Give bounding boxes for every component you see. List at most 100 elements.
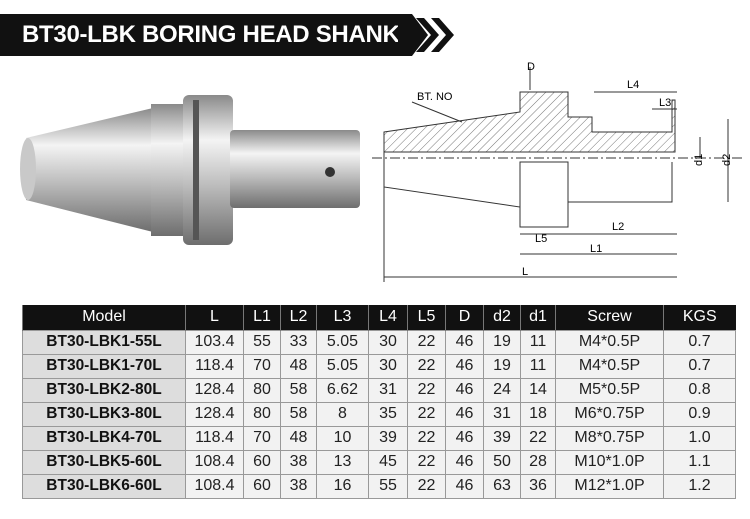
table-cell: 70 bbox=[243, 425, 281, 451]
table-cell: M4*0.5P bbox=[555, 353, 664, 379]
model-cell: BT30-LBK1-55L bbox=[22, 329, 186, 355]
table-cell: 14 bbox=[520, 377, 556, 403]
table-cell: 36 bbox=[520, 473, 556, 499]
table-cell: 38 bbox=[280, 449, 317, 475]
table-cell: 19 bbox=[483, 329, 521, 355]
table-cell: 46 bbox=[445, 425, 484, 451]
table-cell: 60 bbox=[243, 449, 281, 475]
table-cell: 31 bbox=[368, 377, 408, 403]
label-l: L bbox=[522, 266, 528, 278]
table-cell: 46 bbox=[445, 329, 484, 355]
table-cell: 22 bbox=[407, 449, 446, 475]
table-cell: 0.8 bbox=[663, 377, 736, 403]
label-d2: d2 bbox=[721, 154, 733, 166]
table-cell: 22 bbox=[407, 329, 446, 355]
model-cell: BT30-LBK1-70L bbox=[22, 353, 186, 379]
table-cell: 39 bbox=[483, 425, 521, 451]
column-header: D bbox=[445, 305, 484, 330]
product-photo bbox=[20, 95, 360, 245]
table-cell: 24 bbox=[483, 377, 521, 403]
table-cell: 11 bbox=[520, 329, 556, 355]
table-cell: 63 bbox=[483, 473, 521, 499]
table-cell: 22 bbox=[407, 377, 446, 403]
table-cell: 6.62 bbox=[316, 377, 369, 403]
table-cell: 22 bbox=[407, 353, 446, 379]
column-header: Screw bbox=[555, 305, 664, 330]
column-header: Model bbox=[22, 305, 186, 330]
model-cell: BT30-LBK5-60L bbox=[22, 449, 186, 475]
table-cell: 70 bbox=[243, 353, 281, 379]
model-cell: BT30-LBK4-70L bbox=[22, 425, 186, 451]
table-cell: 31 bbox=[483, 401, 521, 427]
label-l5: L5 bbox=[535, 233, 547, 245]
table-cell: 22 bbox=[407, 425, 446, 451]
column-header: L4 bbox=[368, 305, 408, 330]
table-cell: 46 bbox=[445, 473, 484, 499]
table-cell: 80 bbox=[243, 377, 281, 403]
table-cell: 58 bbox=[280, 377, 317, 403]
label-d: D bbox=[527, 62, 535, 73]
table-cell: 46 bbox=[445, 449, 484, 475]
table-cell: 16 bbox=[316, 473, 369, 499]
label-bt-no: BT. NO bbox=[417, 91, 453, 103]
table-cell: 108.4 bbox=[185, 449, 244, 475]
table-cell: 1.2 bbox=[663, 473, 736, 499]
table-cell: M6*0.75P bbox=[555, 401, 664, 427]
column-header: L bbox=[185, 305, 244, 330]
table-cell: 118.4 bbox=[185, 425, 244, 451]
table-cell: 35 bbox=[368, 401, 408, 427]
column-header: L2 bbox=[280, 305, 317, 330]
table-cell: 1.0 bbox=[663, 425, 736, 451]
technical-drawing: BT. NO D L4 L3 d1 d2 L2 L5 L1 L bbox=[372, 62, 744, 282]
page-title: BT30-LBK BORING HEAD SHANK bbox=[0, 14, 402, 56]
table-cell: 28 bbox=[520, 449, 556, 475]
table-cell: 128.4 bbox=[185, 377, 244, 403]
table-cell: 19 bbox=[483, 353, 521, 379]
table-cell: 1.1 bbox=[663, 449, 736, 475]
column-header: L1 bbox=[243, 305, 281, 330]
table-cell: 0.7 bbox=[663, 353, 736, 379]
table-cell: M4*0.5P bbox=[555, 329, 664, 355]
table-cell: 10 bbox=[316, 425, 369, 451]
label-l4: L4 bbox=[627, 79, 639, 91]
table-cell: 30 bbox=[368, 329, 408, 355]
table-cell: M8*0.75P bbox=[555, 425, 664, 451]
chevron-arrows-icon bbox=[398, 14, 454, 56]
table-cell: 55 bbox=[243, 329, 281, 355]
table-cell: 128.4 bbox=[185, 401, 244, 427]
table-cell: 46 bbox=[445, 377, 484, 403]
model-cell: BT30-LBK3-80L bbox=[22, 401, 186, 427]
label-d1: d1 bbox=[693, 154, 705, 166]
label-l3: L3 bbox=[659, 97, 671, 109]
table-cell: 5.05 bbox=[316, 329, 369, 355]
table-cell: M10*1.0P bbox=[555, 449, 664, 475]
column-header: L5 bbox=[407, 305, 446, 330]
table-cell: 38 bbox=[280, 473, 317, 499]
table-cell: 46 bbox=[445, 353, 484, 379]
table-cell: 0.7 bbox=[663, 329, 736, 355]
label-l2: L2 bbox=[612, 221, 624, 233]
label-l1: L1 bbox=[590, 243, 602, 255]
table-cell: 46 bbox=[445, 401, 484, 427]
column-header: L3 bbox=[316, 305, 369, 330]
table-cell: 58 bbox=[280, 401, 317, 427]
table-cell: 80 bbox=[243, 401, 281, 427]
table-cell: 50 bbox=[483, 449, 521, 475]
table-cell: 48 bbox=[280, 353, 317, 379]
table-cell: 55 bbox=[368, 473, 408, 499]
table-cell: 18 bbox=[520, 401, 556, 427]
model-cell: BT30-LBK2-80L bbox=[22, 377, 186, 403]
table-cell: 30 bbox=[368, 353, 408, 379]
table-cell: 108.4 bbox=[185, 473, 244, 499]
table-cell: 5.05 bbox=[316, 353, 369, 379]
table-cell: 22 bbox=[407, 473, 446, 499]
column-header: KGS bbox=[663, 305, 736, 330]
